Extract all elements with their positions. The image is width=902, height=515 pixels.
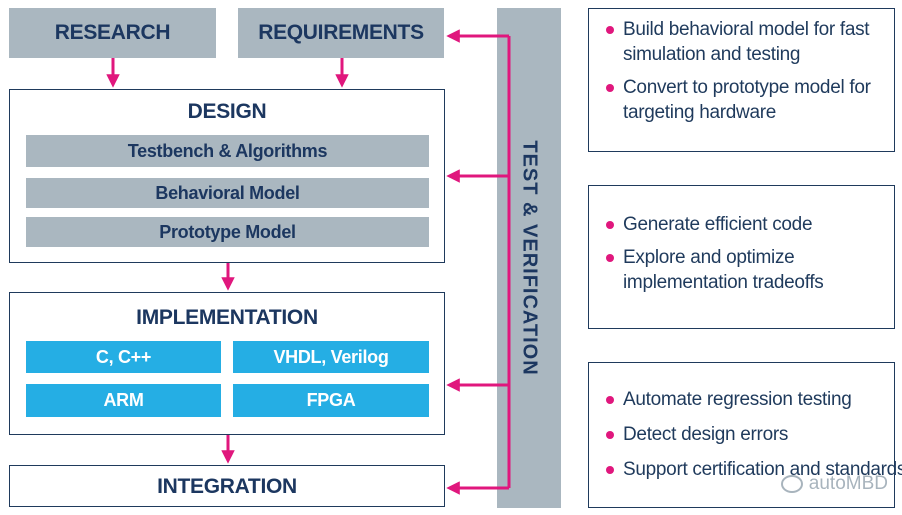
bullet-dot-icon [606, 466, 614, 474]
bullet-dot-icon [606, 254, 614, 262]
impl-item-label: VHDL, Verilog [273, 346, 389, 367]
design-item-testbench: Testbench & Algorithms [26, 135, 429, 167]
design-section: DESIGN Testbench & Algorithms Behavioral… [9, 89, 445, 263]
watermark-text: autoMBD [808, 473, 888, 494]
implementation-section: IMPLEMENTATION C, C++ VHDL, Verilog ARM … [9, 292, 445, 435]
bullet-item: Detect design errors [599, 422, 884, 447]
bullet-text: Convert to prototype model for targeting… [623, 77, 871, 123]
bullet-text: Generate efficient code [623, 214, 813, 235]
impl-item-label: FPGA [306, 390, 356, 410]
design-item-label: Behavioral Model [155, 182, 300, 203]
bullet-item: Build behavioral model for fast simulati… [599, 17, 884, 67]
impl-item-vhdl-verilog: VHDL, Verilog [233, 341, 429, 373]
bullet-dot-icon [606, 221, 614, 229]
chat-bubble-icon [780, 475, 803, 493]
bullet-dot-icon [606, 396, 614, 404]
design-item-behavioral-model: Behavioral Model [26, 178, 429, 208]
design-item-label: Prototype Model [159, 221, 296, 242]
bullet-item: Explore and optimize implementation trad… [599, 245, 884, 295]
bullet-item: Generate efficient code [599, 212, 884, 237]
bullet-item: Support certification and standards [599, 457, 902, 482]
integration-title: INTEGRATION [157, 475, 297, 498]
bullet-text: Build behavioral model for fast simulati… [623, 19, 870, 65]
design-item-prototype-model: Prototype Model [26, 217, 429, 247]
bullet-item: Convert to prototype model for targeting… [599, 75, 884, 125]
design-title: DESIGN [187, 100, 267, 123]
implementation-notes-panel: Generate efficient code Explore and opti… [588, 185, 895, 329]
bullet-dot-icon [606, 26, 614, 34]
bullet-dot-icon [606, 431, 614, 439]
bullet-item: Automate regression testing [599, 387, 884, 412]
impl-item-arm: ARM [26, 384, 221, 417]
requirements-box: REQUIREMENTS [238, 8, 444, 58]
research-label: RESEARCH [54, 21, 171, 44]
requirements-label: REQUIREMENTS [258, 21, 424, 44]
impl-item-fpga: FPGA [233, 384, 429, 417]
research-box: RESEARCH [9, 8, 216, 58]
impl-item-label: ARM [103, 390, 144, 410]
bullet-text: Automate regression testing [623, 389, 852, 410]
impl-item-label: C, C++ [95, 346, 152, 367]
design-notes-panel: Build behavioral model for fast simulati… [588, 8, 895, 152]
design-item-label: Testbench & Algorithms [127, 140, 328, 161]
bullet-dot-icon [606, 84, 614, 92]
bullet-text: Support certification and standards [623, 459, 902, 480]
bullet-text: Detect design errors [623, 424, 789, 445]
test-notes-panel: Automate regression testing Detect desig… [588, 362, 902, 508]
implementation-title: IMPLEMENTATION [136, 306, 318, 329]
bullet-text: Explore and optimize implementation trad… [623, 247, 824, 293]
watermark: autoMBD [780, 473, 888, 495]
impl-item-c-cpp: C, C++ [26, 341, 221, 373]
integration-section: INTEGRATION [9, 465, 445, 507]
